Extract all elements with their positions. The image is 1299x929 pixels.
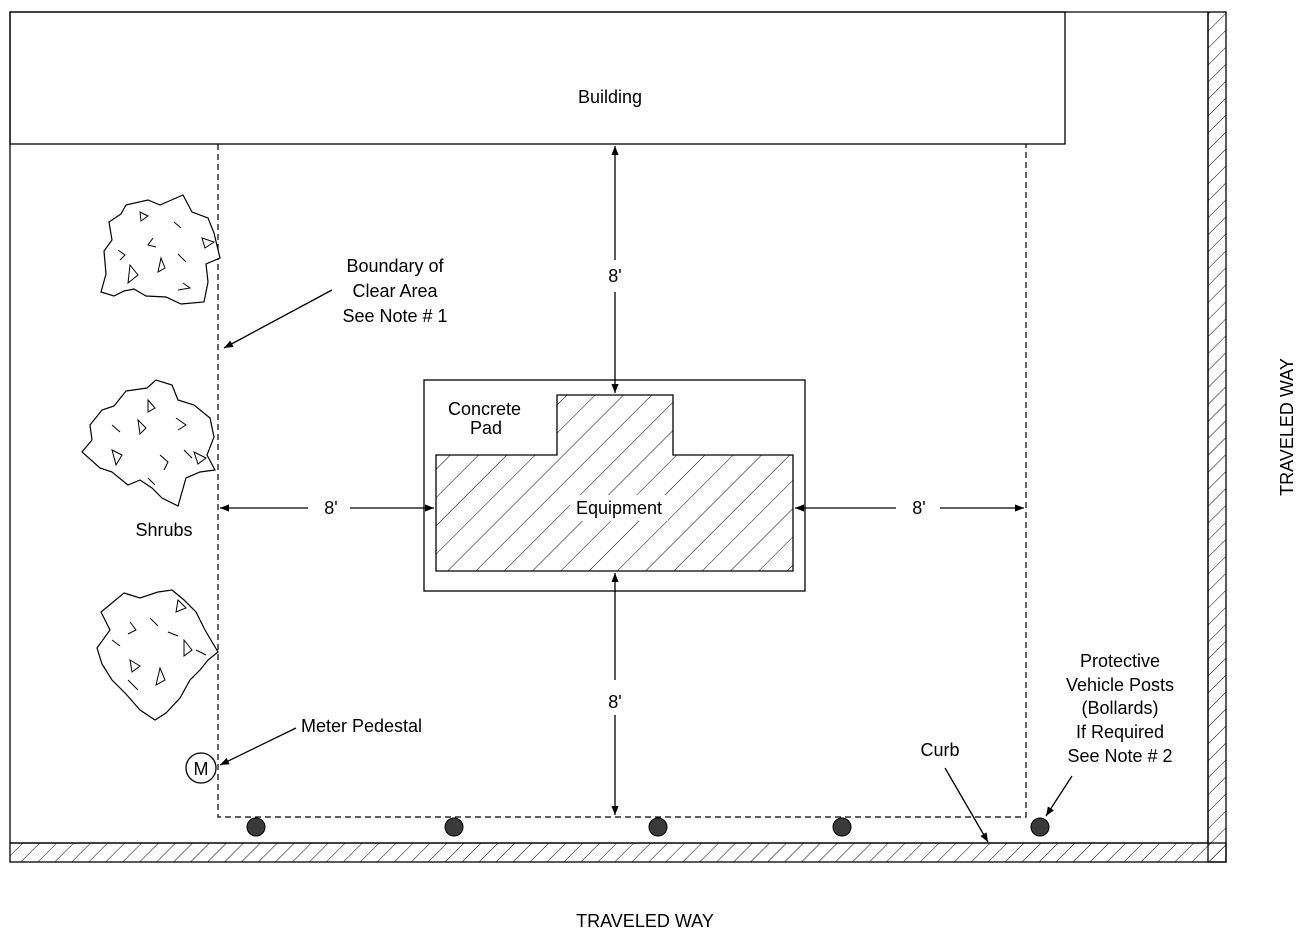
equipment [435,394,794,572]
bollards-label-line5: See Note # 2 [1067,746,1172,766]
bollards-label-line1: Protective [1080,651,1160,671]
bollards-label-line3: (Bollards) [1081,698,1158,718]
bollard [648,817,668,837]
meter-pedestal-leader [219,727,297,766]
bollard [832,817,852,837]
bollard [444,817,464,837]
dimension-right-label: 8' [912,498,925,518]
traveled-way-bottom-label: TRAVELED WAY [576,911,714,929]
bottom-traveled-way-strip [9,842,1227,863]
shrub-icon [81,379,216,507]
dimension-top-label: 8' [608,266,621,286]
bollards-label-line4: If Required [1076,722,1164,742]
bollard [246,817,266,837]
building [9,11,1066,145]
meter-pedestal-symbol [185,752,217,784]
meter-symbol-label: M [194,759,209,779]
shrubs-label: Shrubs [135,520,192,540]
traveled-way-right-label: TRAVELED WAY [1277,358,1297,496]
bollards-label-line2: Vehicle Posts [1066,675,1174,695]
concrete-pad-label-line1: Concrete [448,399,521,419]
bollard [1030,817,1050,837]
building-label: Building [578,87,642,107]
bollards-leader [1045,775,1073,817]
boundary-label-line2: Clear Area [352,281,438,301]
concrete-pad-label-line2: Pad [470,418,502,438]
curb-label: Curb [920,740,959,760]
meter-pedestal-label: Meter Pedestal [301,716,422,736]
equipment-label: Equipment [576,498,662,518]
curb-leader [944,767,989,843]
dimension-bottom-label: 8' [608,692,621,712]
boundary-label-line1: Boundary of [346,256,444,276]
dimension-left-label: 8' [324,498,337,518]
shrub-icon [100,194,221,305]
shrub-icon [96,589,219,721]
boundary-label-line3: See Note # 1 [342,306,447,326]
right-traveled-way-strip [1207,11,1227,863]
boundary-leader [223,289,333,349]
